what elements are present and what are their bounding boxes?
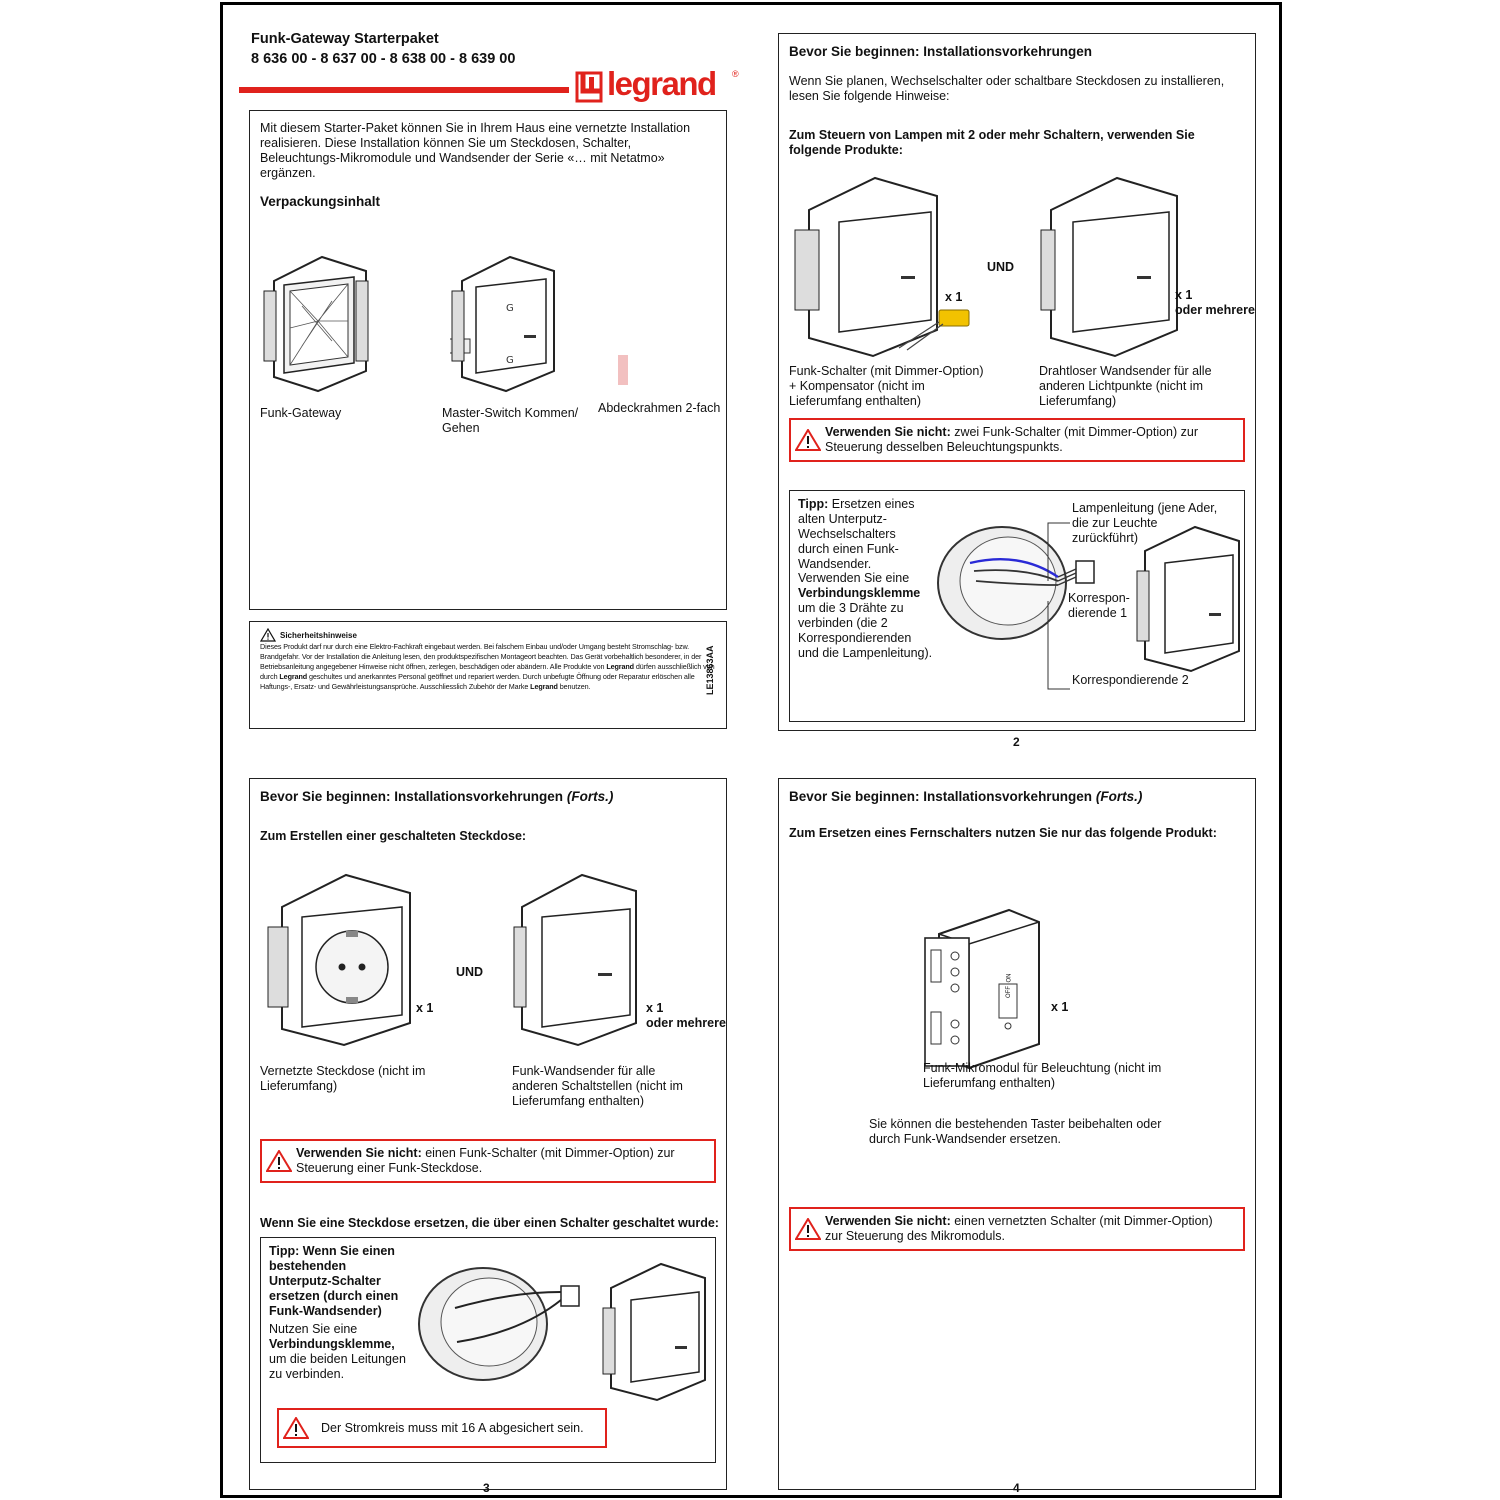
page2-tip-connector: Verwenden Sie eine Verbindungsklemme um … <box>798 571 933 660</box>
page2-warning: Verwenden Sie nicht: zwei Funk-Schalter … <box>789 418 1245 462</box>
on-label: ON <box>1006 973 1013 983</box>
page2-intro: Wenn Sie planen, Wechselschalter oder sc… <box>789 74 1225 103</box>
off-label: OFF <box>1006 986 1012 998</box>
warning-triangle-icon <box>283 1417 309 1439</box>
page3-warning-text: Verwenden Sie nicht: einen Funk-Schalter… <box>296 1146 675 1175</box>
page3-tip-box: Tipp: Wenn Sie einen bestehenden Unterpu… <box>260 1237 716 1463</box>
page3-warning-2: Der Stromkreis muss mit 16 A abgesichert… <box>277 1408 607 1448</box>
warning-triangle-icon <box>266 1150 292 1172</box>
warning-triangle-icon <box>795 429 821 451</box>
page4-warning: Verwenden Sie nicht: einen vernetzten Sc… <box>789 1207 1245 1251</box>
connected-socket-image <box>267 873 411 1047</box>
svg-text:G: G <box>506 355 514 366</box>
page3-tip-connector: Nutzen Sie eine Verbindungsklemme, um di… <box>269 1322 406 1381</box>
svg-text:G: G <box>506 303 514 314</box>
page4-note: Sie können die bestehenden Taster beibeh… <box>869 1117 1162 1146</box>
warning-triangle-icon <box>795 1218 821 1240</box>
manual-sheet: Funk-Gateway Starterpaket 8 636 00 - 8 6… <box>220 2 1282 1498</box>
leader-lines <box>1047 522 1070 690</box>
page-number-3: 3 <box>483 1481 490 1495</box>
page3-x1-left: x 1 <box>416 1001 434 1015</box>
page2-heading: Bevor Sie beginnen: Installationsvorkehr… <box>789 44 1093 59</box>
caption-transmitter: Drahtloser Wandsender für alle anderen L… <box>1039 364 1212 408</box>
contents-heading: Verpackungsinhalt <box>260 194 381 209</box>
page3-warning-2-text: Der Stromkreis muss mit 16 A abgesichert… <box>321 1420 584 1435</box>
x1-right: x 1 <box>1175 288 1193 302</box>
safety-box: Sicherheitshinweise Dieses Produkt darf … <box>249 621 727 729</box>
article-numbers: 8 636 00 - 8 637 00 - 8 638 00 - 8 639 0… <box>251 51 516 67</box>
brand-wordmark: legrand <box>607 65 717 102</box>
caption-dimmer: Funk-Schalter (mit Dimmer-Option) + Komp… <box>789 364 984 408</box>
label-traveler-1: Korrespon- dierende 1 <box>1068 591 1130 620</box>
page3-subheading-2: Wenn Sie eine Steckdose ersetzen, die üb… <box>260 1216 719 1230</box>
page4-box: Bevor Sie beginnen: Installationsvorkehr… <box>778 778 1256 1490</box>
page2-subheading: Zum Steuern von Lampen mit 2 oder mehr S… <box>789 128 1195 157</box>
page4-heading: Bevor Sie beginnen: Installationsvorkehr… <box>789 789 1143 804</box>
item-frame: Abdeckrahmen 2-fach <box>598 401 721 415</box>
wall-transmitter-image <box>1040 176 1178 358</box>
legrand-logo: legrand ® <box>575 65 745 105</box>
page3-box: Bevor Sie beginnen: Installationsvorkehr… <box>249 778 727 1490</box>
master-switch-image: G G <box>450 255 555 393</box>
page3-tip: Tipp: Wenn Sie einen bestehenden Unterpu… <box>269 1244 399 1318</box>
label-lamp-wire: Lampenleitung (jene Ader, die zur Leucht… <box>1072 501 1218 545</box>
page3-transmitter-image <box>513 873 637 1047</box>
page2-warning-text: Verwenden Sie nicht: zwei Funk-Schalter … <box>825 425 1198 454</box>
registered-mark: ® <box>732 69 739 79</box>
page3-subheading: Zum Erstellen einer geschalteten Steckdo… <box>260 829 527 843</box>
page4-caption: Funk-Mikromodul für Beleuchtung (nicht i… <box>923 1061 1162 1090</box>
item-master-switch: Master-Switch Kommen/ Gehen <box>442 406 579 435</box>
page-number-4: 4 <box>1013 1481 1020 1495</box>
page4-subheading: Zum Ersetzen eines Fernschalters nutzen … <box>789 826 1217 840</box>
page2-tip: Tipp: Ersetzen eines alten Unterputz-Wec… <box>798 497 915 571</box>
header-red-bar <box>239 87 569 93</box>
safety-text: Dieses Produkt darf nur durch eine Elekt… <box>260 642 715 691</box>
page3-installed-transmitter <box>602 1262 706 1402</box>
page3-warning: Verwenden Sie nicht: einen Funk-Schalter… <box>260 1139 716 1183</box>
page3-caption-transmitter: Funk-Wandsender für alle anderen Schalts… <box>512 1064 683 1108</box>
safety-header: Sicherheitshinweise <box>260 628 357 642</box>
page3-flush-box-image <box>418 1267 580 1381</box>
frame-swatch <box>618 355 628 385</box>
x1-left: x 1 <box>945 290 963 304</box>
x1-more-right: oder mehrere <box>1175 303 1255 317</box>
label-traveler-2: Korrespondierende 2 <box>1072 673 1189 687</box>
page3-heading: Bevor Sie beginnen: Installationsvorkehr… <box>260 789 614 804</box>
page3-caption-socket: Vernetzte Steckdose (nicht im Lieferumfa… <box>260 1064 426 1093</box>
page3-x1-more: oder mehrere <box>646 1016 726 1030</box>
page4-x1: x 1 <box>1051 1000 1069 1014</box>
safety-title: Sicherheitshinweise <box>280 630 357 640</box>
page-number-2: 2 <box>1013 735 1020 749</box>
page3-x1-right: x 1 <box>646 1001 664 1015</box>
flush-box-wiring-image <box>937 526 1095 640</box>
micromodule-image <box>924 908 1040 1070</box>
item-gateway: Funk-Gateway <box>260 406 342 420</box>
installed-transmitter-image <box>1136 525 1240 673</box>
warning-icon <box>260 628 276 642</box>
doc-code: LE13863AA <box>705 645 715 695</box>
product-title: Funk-Gateway Starterpaket <box>251 31 439 47</box>
und-label: UND <box>987 260 1015 274</box>
intro-text: Mit diesem Starter-Paket können Sie in I… <box>260 121 691 180</box>
page1-main-box: Mit diesem Starter-Paket können Sie in I… <box>249 110 727 610</box>
legrand-logo-mark <box>575 71 603 103</box>
gateway-device-image <box>263 255 369 393</box>
dimmer-switch-image <box>794 176 970 358</box>
page4-warning-text: Verwenden Sie nicht: einen vernetzten Sc… <box>825 1214 1213 1243</box>
page2-box: Bevor Sie beginnen: Installationsvorkehr… <box>778 33 1256 731</box>
page2-tip-box: Tipp: Ersetzen eines alten Unterputz-Wec… <box>789 490 1245 722</box>
page3-und: UND <box>456 965 484 979</box>
